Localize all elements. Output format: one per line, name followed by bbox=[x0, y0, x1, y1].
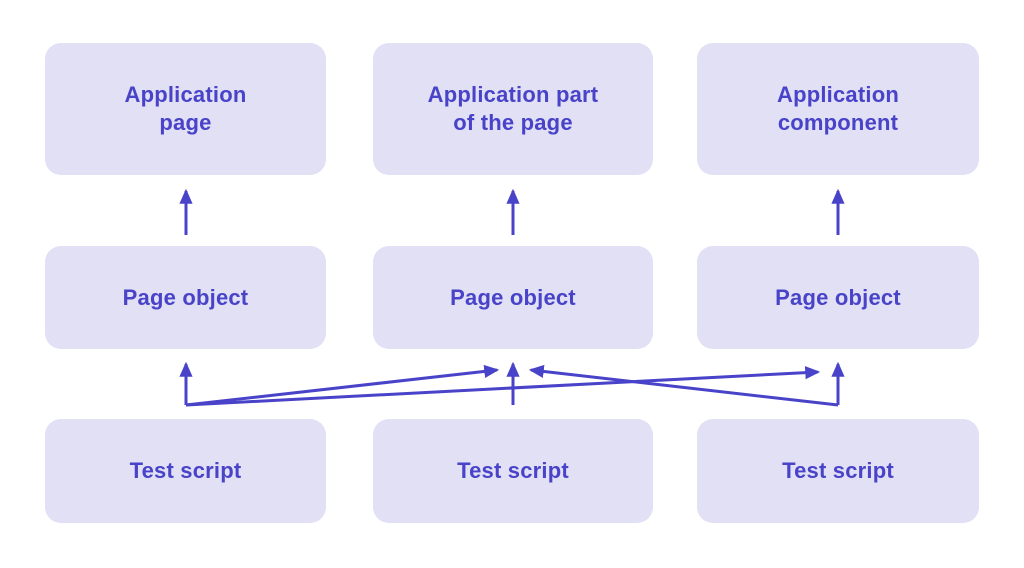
box-test-script-1: Test script bbox=[45, 419, 326, 523]
arrow-test-script-1-to-page-object-3 bbox=[185, 366, 821, 407]
arrow-test-script-3-to-page-object-2 bbox=[528, 364, 839, 407]
box-page-object-2: Page object bbox=[373, 246, 653, 349]
box-test-script-3: Test script bbox=[697, 419, 979, 523]
arrow-test-script-1-to-page-object-2 bbox=[185, 364, 500, 407]
box-application-component: Application component bbox=[697, 43, 979, 175]
box-label: Application component bbox=[777, 82, 899, 135]
box-label: Test script bbox=[782, 458, 894, 484]
box-application-part-of-the-page: Application part of the page bbox=[373, 43, 653, 175]
box-application-page: Application page bbox=[45, 43, 326, 175]
box-label: Test script bbox=[129, 458, 242, 484]
box-label: Test script bbox=[457, 458, 569, 484]
box-label: Page object bbox=[450, 284, 576, 310]
box-label: Application part of the page bbox=[427, 82, 599, 135]
box-page-object-1: Page object bbox=[45, 246, 326, 349]
box-label: Application page bbox=[124, 82, 247, 135]
box-label: Page object bbox=[775, 284, 901, 310]
box-test-script-2: Test script bbox=[373, 419, 653, 523]
box-label: Page object bbox=[122, 284, 249, 310]
box-page-object-3: Page object bbox=[697, 246, 979, 349]
